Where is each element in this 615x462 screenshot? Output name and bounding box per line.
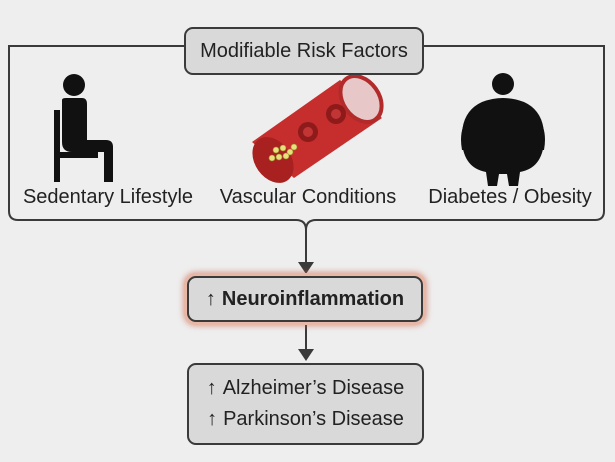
seated-person-icon <box>54 74 113 182</box>
neuroinflammation-label: Neuroinflammation <box>221 287 405 310</box>
alzheimers-label: Alzheimer’s Disease <box>222 377 405 399</box>
disease-row: ↑ Alzheimer’s Disease <box>207 377 405 400</box>
risk-factors-title-box: Modifiable Risk Factors <box>184 27 424 75</box>
parkinsons-label: Parkinson’s Disease <box>223 408 404 430</box>
arrowhead-2 <box>298 349 314 361</box>
diseases-box: ↑ Alzheimer’s Disease ↑ Parkinson’s Dise… <box>187 363 424 445</box>
up-arrow-icon: ↑ <box>205 287 216 310</box>
up-arrow-icon: ↑ <box>206 377 217 399</box>
obese-person-icon <box>461 73 545 186</box>
risk-factor-bracket <box>8 45 605 262</box>
arrowhead-1 <box>298 262 314 274</box>
diabetes-obesity-label: Diabetes / Obesity <box>428 186 592 208</box>
up-arrow-icon: ↑ <box>207 408 218 430</box>
vascular-conditions-label: Vascular Conditions <box>219 186 397 208</box>
blood-vessel-icon <box>252 74 384 183</box>
risk-factors-title: Modifiable Risk Factors <box>200 39 408 62</box>
neuroinflammation-box: ↑ Neuroinflammation <box>187 276 423 322</box>
disease-row: ↑ Parkinson’s Disease <box>207 408 404 431</box>
sedentary-lifestyle-label: Sedentary Lifestyle <box>22 186 194 208</box>
